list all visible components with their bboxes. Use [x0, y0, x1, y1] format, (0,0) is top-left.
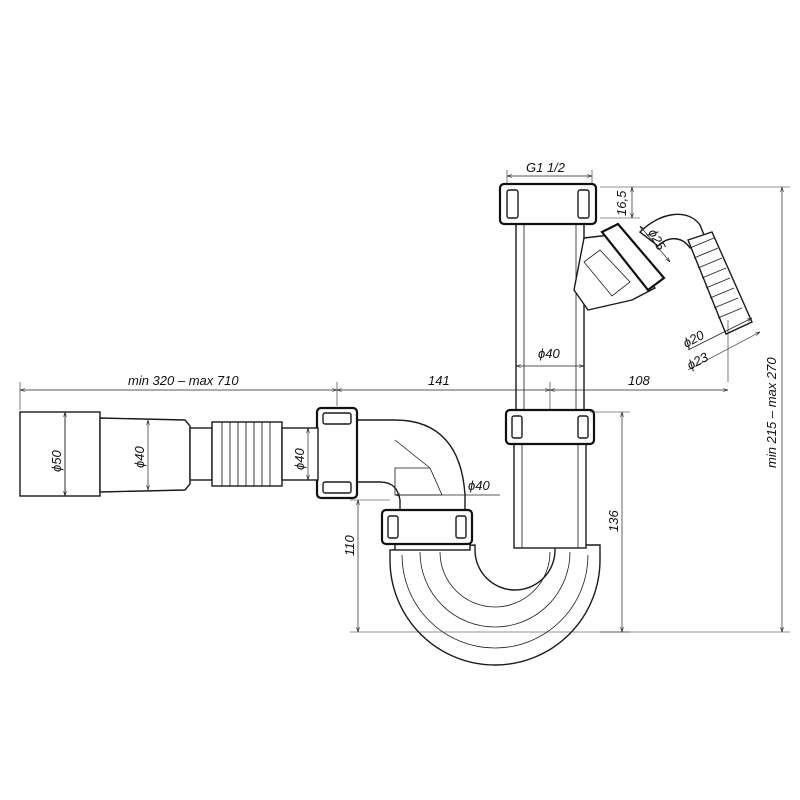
top-nut — [498, 182, 598, 226]
vertical-pipe — [513, 221, 587, 549]
label-dia-40-vertical: ϕ40 — [538, 346, 560, 361]
side-branch-inlet — [573, 222, 666, 311]
dimension-thread — [506, 170, 593, 184]
label-length-range: min 320 – max 710 — [128, 373, 239, 388]
u-trap-bend — [389, 544, 601, 666]
dimension-left-heights — [350, 411, 630, 633]
dimension-hose-dia — [687, 318, 760, 371]
vertical-pipe-lower-nut — [504, 408, 596, 446]
label-dia-20: ϕ20 — [680, 327, 707, 351]
label-dia-40-bend: ϕ40 — [468, 478, 490, 493]
label-dia-40-mid: ϕ40 — [292, 448, 307, 470]
dimension-16-5 — [600, 187, 640, 219]
dimension-horizontal-top — [19, 320, 729, 410]
horizontal-outlet-assembly — [19, 411, 319, 497]
label-thread: G1 1/2 — [526, 160, 566, 175]
label-dia-50: ϕ50 — [49, 450, 64, 472]
label-height-range: min 215 – max 270 — [764, 357, 779, 468]
dimension-side-inlet-dia — [640, 226, 670, 262]
label-141: 141 — [428, 373, 450, 388]
label-108: 108 — [628, 373, 650, 388]
label-136: 136 — [606, 510, 621, 532]
dimension-outlet-diameters — [65, 412, 308, 496]
trap-inlet-nut — [380, 508, 474, 546]
outlet-nut — [315, 406, 359, 500]
label-110: 110 — [342, 535, 357, 556]
label-16-5: 16,5 — [614, 190, 629, 216]
label-dia-40-left: ϕ40 — [132, 446, 147, 468]
upper-bend — [349, 419, 466, 513]
label-dia-23: ϕ23 — [684, 349, 711, 373]
